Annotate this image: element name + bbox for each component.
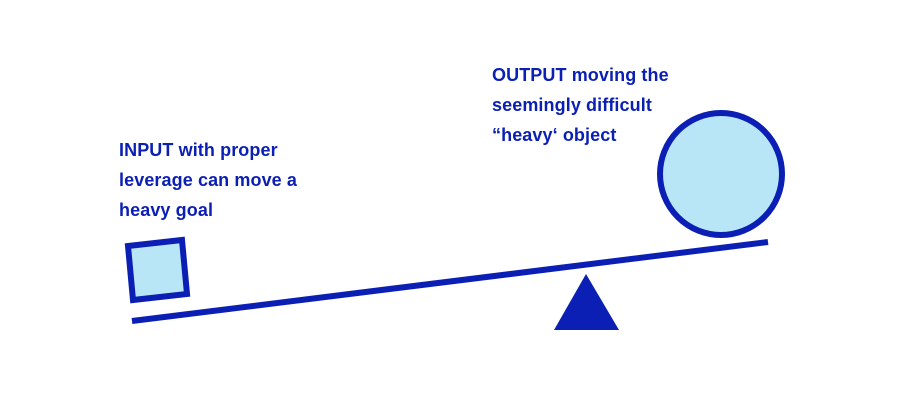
input-label: INPUT with proper leverage can move a he… [119, 135, 297, 225]
fulcrum-triangle-icon [554, 274, 619, 330]
small-square-weight-icon [124, 236, 191, 304]
input-label-line-1: INPUT with proper [119, 140, 278, 160]
output-label: OUTPUT moving the seemingly difficult “h… [492, 60, 669, 150]
output-label-line-3: “heavy‘ object [492, 125, 617, 145]
large-circle-weight-icon [657, 110, 785, 238]
output-label-line-1: OUTPUT moving the [492, 65, 669, 85]
output-label-line-2: seemingly difficult [492, 95, 652, 115]
lever-beam [131, 239, 769, 324]
input-label-line-2: leverage can move a [119, 170, 298, 190]
input-label-line-3: heavy goal [119, 200, 214, 220]
